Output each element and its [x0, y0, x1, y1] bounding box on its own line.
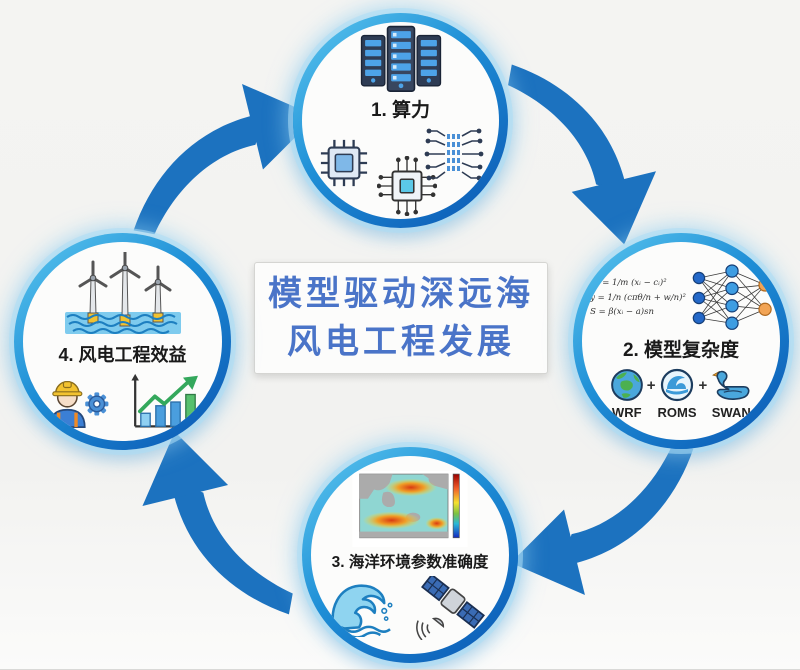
growth-bar-chart-icon	[130, 373, 207, 430]
plus-sign: +	[646, 377, 656, 394]
title-line-1: 模型驱动深远海	[268, 274, 534, 313]
node-model: Eₐ = 1/m (xᵢ − cᵢ)² y = 1/n (cπθ/n + w/n…	[573, 233, 789, 449]
cpu-chip-icon	[320, 139, 367, 187]
circuit-traces-icon	[424, 128, 483, 181]
wrf-model: WRF	[609, 367, 645, 420]
arrow-benefit-to-compute	[126, 60, 321, 242]
swan-icon	[712, 370, 750, 400]
node-ocean-label: 3. 海洋环境参数准确度	[331, 553, 489, 571]
server-rack-icon	[360, 25, 441, 93]
satellite-icon	[416, 575, 485, 640]
ocean-wave-circle-icon	[660, 368, 694, 402]
node-compute: 1. 算力	[293, 13, 508, 228]
node-benefit: 4. 风电工程效益	[14, 233, 231, 450]
model-name: SWAN	[711, 405, 751, 420]
neural-network-icon	[692, 264, 772, 330]
node-model-label: 2. 模型复杂度	[622, 340, 740, 361]
arrow-model-to-ocean	[506, 438, 701, 618]
swan-model: SWAN	[709, 367, 753, 420]
ocean-heatmap-icon	[352, 470, 468, 547]
node-compute-label: 1. 算力	[370, 100, 431, 121]
plus-sign: +	[698, 377, 708, 394]
title-line-2: 风电工程发展	[287, 323, 515, 361]
model-name: ROMS	[657, 405, 697, 420]
node-benefit-label: 4. 风电工程效益	[58, 344, 187, 365]
formula-line: y = 1/n (cπθ/n + w/n)²	[590, 292, 686, 303]
microchip-icon	[376, 156, 437, 216]
arrow-ocean-to-benefit	[117, 427, 302, 622]
formula-line: S = β(xᵢ − a)sn	[590, 307, 654, 318]
earth-globe-icon	[610, 369, 643, 401]
equations-icon: Eₐ = 1/m (xᵢ − cᵢ)² y = 1/n (cπθ/n + w/n…	[590, 276, 686, 319]
wave-icon	[329, 584, 393, 637]
node-ocean: 3. 海洋环境参数准确度	[302, 447, 518, 663]
arrow-compute-to-model	[499, 57, 681, 249]
offshore-wind-turbines-icon	[64, 251, 181, 334]
center-title-box: 模型驱动深远海 风电工程发展	[254, 262, 548, 374]
model-name: WRF	[611, 405, 642, 420]
engineer-gear-icon	[48, 380, 108, 428]
formula-line: Eₐ = 1/m (xᵢ − cᵢ)²	[590, 278, 667, 289]
roms-model: ROMS	[658, 367, 697, 420]
